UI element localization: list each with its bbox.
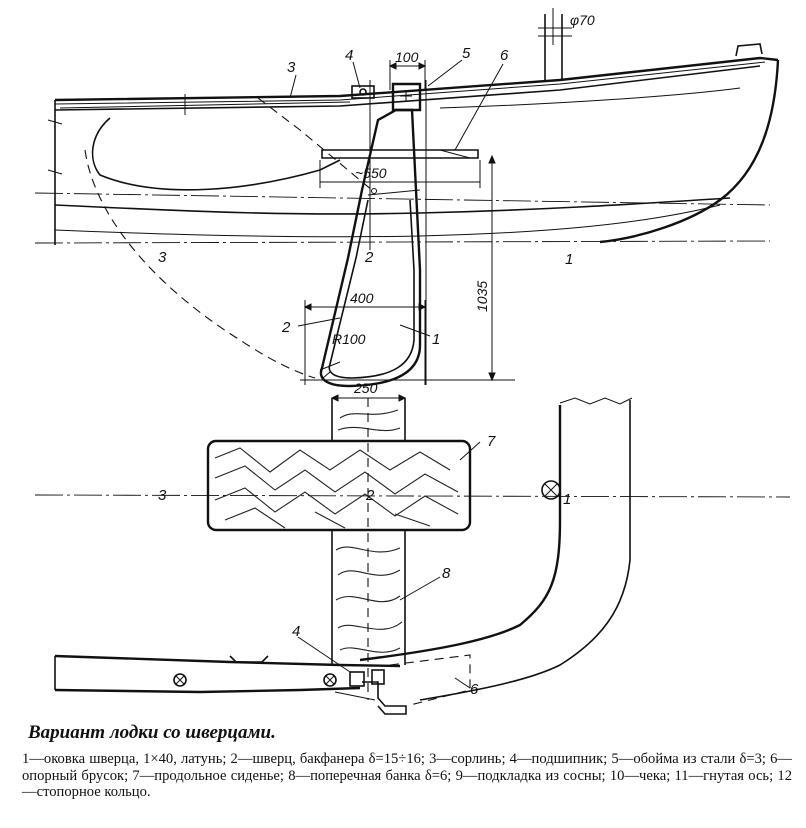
holder-width-label: 100 (395, 49, 419, 65)
hull-chine-2 (54, 204, 721, 238)
steel-holder-part-5 (391, 82, 422, 112)
label-3-plan: 3 (158, 487, 167, 504)
plan-gunwale (54, 654, 401, 694)
hull-dashed-underwater (84, 149, 316, 379)
hull-sheer (54, 56, 779, 102)
plan-view (34, 397, 791, 715)
leader-lines-side (289, 59, 504, 337)
label-2-plan: 2 (365, 487, 375, 504)
radius-label: R100 (332, 331, 366, 347)
bow-cleat (735, 43, 763, 57)
drawing-labels: φ70 100 ~550 400 R100 1035 250 3 4 5 6 3… (158, 12, 595, 698)
label-2-axis: 2 (364, 249, 374, 266)
board-width-label: 400 (350, 290, 374, 306)
keel-axis (34, 240, 771, 244)
leader-lines-plan (297, 441, 481, 689)
dim-depth (300, 154, 515, 382)
plan-axis (34, 494, 791, 498)
hull-inner-curve-2 (439, 87, 741, 109)
label-6-top: 6 (500, 47, 509, 64)
hull-rubrail (54, 61, 766, 105)
caption-legend: 1—оковка шверца, 1×40, латунь; 2—шверц, … (22, 751, 792, 800)
hull-chine (54, 197, 731, 215)
hull-inner-curve (91, 117, 341, 191)
label-3-axis: 3 (158, 249, 167, 266)
label-7: 7 (487, 433, 496, 450)
mast (538, 8, 572, 82)
label-3-top: 3 (287, 59, 296, 76)
plan-bearing-part-4 (334, 669, 407, 715)
label-4-plan: 4 (292, 623, 300, 640)
mast-diameter-label: φ70 (570, 12, 595, 28)
hull-bow-stem (599, 59, 780, 244)
support-block-part-6 (321, 149, 479, 159)
label-1-axis: 1 (565, 251, 573, 268)
depth-label: 1035 (474, 281, 490, 312)
seat-part-7 (206, 439, 472, 532)
bearing-part-4 (351, 85, 375, 99)
label-1-plan: 1 (563, 491, 571, 508)
block-length-label: ~550 (355, 165, 387, 181)
deck-seat (59, 101, 351, 109)
label-8: 8 (442, 565, 451, 582)
plan-hull-side (359, 397, 633, 701)
hull-gunwale-inner (54, 65, 761, 111)
waterline-axis (34, 192, 771, 206)
caption-title: Вариант лодки со шверцами. (28, 722, 276, 743)
sorlin-rope (257, 97, 373, 191)
figure-caption: Вариант лодки со шверцами. 1—оковка швер… (22, 722, 792, 801)
seat-width-label: 250 (353, 380, 378, 396)
label-2-board: 2 (281, 319, 291, 336)
dim-holder-width (388, 60, 427, 90)
dim-block-length (319, 160, 481, 188)
label-4-top: 4 (345, 47, 353, 64)
hull-break-mark (47, 119, 63, 175)
thwart-part-8 (331, 398, 406, 700)
plan-support-block (389, 654, 471, 706)
leeboard-part-2 (319, 108, 422, 388)
label-6-plan: 6 (470, 681, 479, 698)
label-5: 5 (462, 45, 471, 62)
label-1-board: 1 (432, 331, 440, 348)
leeboard-boat-drawing: φ70 100 ~550 400 R100 1035 250 3 4 5 6 3… (34, 8, 791, 715)
dim-board-width (303, 300, 427, 385)
side-view (34, 8, 780, 402)
